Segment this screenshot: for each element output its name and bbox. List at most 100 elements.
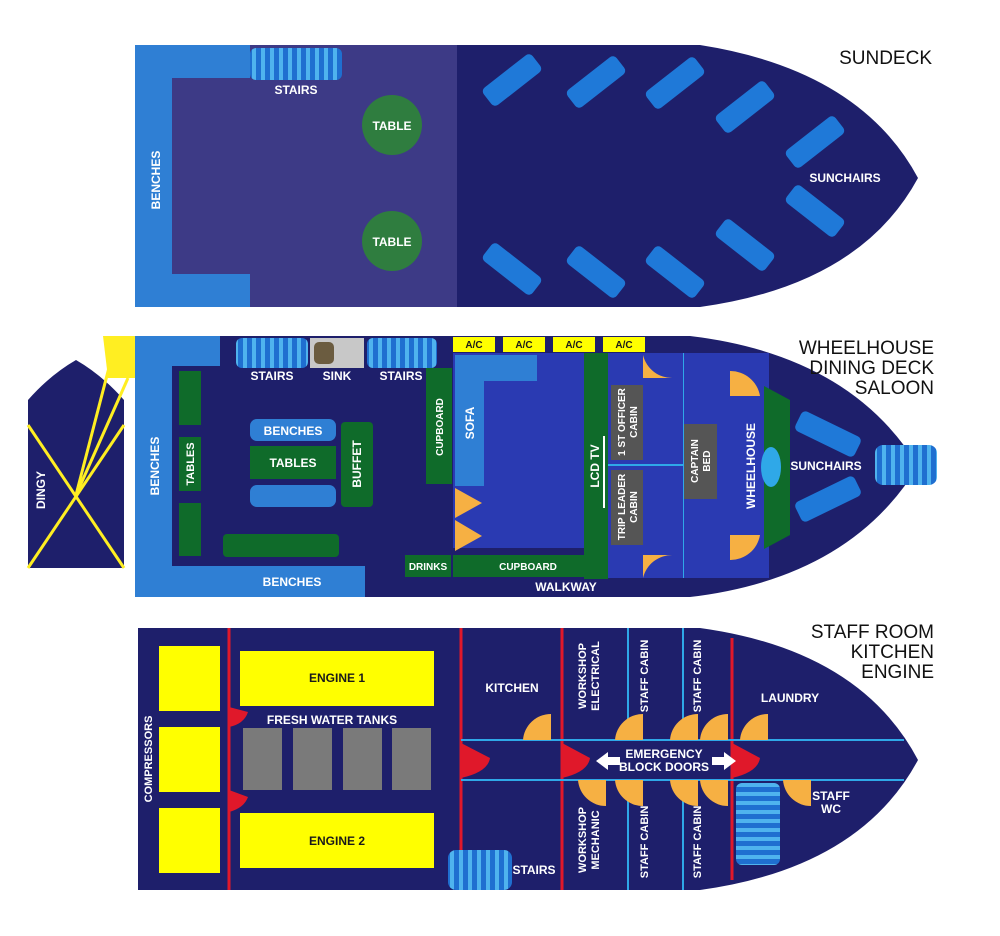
staff-cabin-4-label: STAFF CABIN: [692, 806, 704, 879]
wheelhouse-label: WHEELHOUSE: [744, 423, 758, 509]
engine-1: [240, 651, 434, 706]
first-officer-bed: [611, 385, 643, 460]
sofa: [455, 355, 537, 486]
table-left-top: [179, 371, 201, 425]
workshop-electrical-label-1: WORKSHOP: [577, 643, 589, 709]
title-kitchen: KITCHEN: [851, 642, 934, 663]
cabin-doors-lower: [523, 713, 811, 807]
title-wheelhouse: WHEELHOUSE: [799, 338, 934, 359]
ac-unit-4: [603, 337, 645, 352]
benches-top-label: BENCHES: [264, 424, 323, 438]
middle-stairs-left-label: STAIRS: [250, 369, 293, 383]
captain-bed: [684, 424, 717, 499]
sundeck-sunchairs: [482, 54, 845, 298]
ac-unit-1: [453, 337, 495, 352]
bench-top: [250, 419, 336, 441]
middle-deck: DINGY: [26, 336, 937, 597]
staff-wc-stairs: [736, 783, 780, 865]
saloon-doors: [455, 488, 482, 551]
cupboard-vertical-label: CUPBOARD: [435, 398, 446, 456]
staff-cabin-1-label: STAFF CABIN: [639, 640, 651, 713]
title-engine: ENGINE: [861, 662, 934, 683]
captain-label-1: CAPTAIN: [690, 439, 701, 483]
table-bottom: [223, 534, 339, 557]
buffet: [341, 422, 373, 507]
cupboard-horizontal: [453, 555, 607, 577]
buffet-label: BUFFET: [350, 440, 364, 488]
bench-bottom: [250, 485, 336, 507]
lower-stairs: [448, 850, 512, 890]
ac-unit-2-label: A/C: [515, 340, 532, 351]
cabin-doors: [643, 355, 760, 578]
ac-units: [453, 337, 645, 352]
middle-sunchairs: [795, 411, 861, 522]
middle-stairs-left: [236, 338, 308, 368]
ac-unit-4-label: A/C: [615, 340, 632, 351]
arrow-left-icon: [596, 752, 620, 770]
sundeck-sunchairs-label: SUNCHAIRS: [809, 171, 880, 185]
workshop-electrical-label-2: ELECTRICAL: [590, 641, 602, 711]
engine-2: [240, 813, 434, 868]
sofa-label: SOFA: [463, 406, 477, 439]
kitchen-label: KITCHEN: [485, 681, 538, 695]
cupboard-vertical: [426, 368, 452, 484]
trip-leader-label-1: TRIP LEADER: [617, 473, 628, 540]
trip-leader-label-2: CABIN: [629, 491, 640, 523]
ac-unit-3-label: A/C: [565, 340, 582, 351]
emergency-label-2: BLOCK DOORS: [619, 760, 709, 774]
laundry-label: LAUNDRY: [761, 691, 819, 705]
staff-wc-label-1: STAFF: [812, 789, 850, 803]
sundeck-table-1-label: TABLE: [372, 119, 411, 133]
stern-stairs: [875, 445, 937, 485]
title-staff-room: STAFF ROOM: [811, 622, 934, 643]
compressors-label: COMPRESSORS: [143, 716, 155, 803]
staff-wc-label-2: WC: [821, 802, 841, 816]
engine-1-label: ENGINE 1: [309, 671, 365, 685]
sundeck: BENCHES STAIRS TABLE TABLE SUNCHAIRS: [135, 45, 918, 307]
sink-basin: [314, 342, 334, 364]
middle-benches-bottom-label: BENCHES: [263, 575, 322, 589]
sundeck-table-1: [362, 95, 422, 155]
walkway-label: WALKWAY: [535, 580, 597, 594]
ac-unit-2: [503, 337, 545, 352]
sink-label: SINK: [323, 369, 352, 383]
tables-center: [250, 446, 336, 479]
dingy-ropes: [26, 355, 130, 569]
captain-label-2: BED: [702, 450, 713, 471]
tables-vertical-label: TABLES: [185, 442, 197, 485]
sundeck-benches: [135, 45, 250, 307]
staff-cabin-3-label: STAFF CABIN: [639, 806, 651, 879]
lower-deck: COMPRESSORS ENGINE 1 FRESH WATER TANKS E…: [138, 628, 918, 890]
sundeck-stairs-label: STAIRS: [274, 83, 317, 97]
dingy-label: DINGY: [34, 471, 48, 509]
table-left-bottom: [179, 503, 201, 556]
ac-unit-3: [553, 337, 595, 352]
middle-stairs-right-label: STAIRS: [379, 369, 422, 383]
trip-leader-bed: [611, 470, 643, 545]
middle-sunchairs-label: SUNCHAIRS: [790, 459, 861, 473]
staff-cabin-2-label: STAFF CABIN: [692, 640, 704, 713]
title-sundeck: SUNDECK: [839, 48, 932, 69]
compressor-3: [159, 808, 220, 873]
cupboard-label: CUPBOARD: [499, 562, 557, 573]
drinks-label: DRINKS: [409, 562, 448, 573]
workshop-mechanic-label-2: MECHANIC: [590, 810, 602, 869]
sundeck-benches-label: BENCHES: [149, 151, 163, 210]
middle-stairs-right: [367, 338, 437, 368]
lcd-tv-label: LCD TV: [588, 444, 602, 487]
emergency-label-1: EMERGENCY: [625, 747, 702, 761]
arrow-right-icon: [712, 752, 736, 770]
dingy: [28, 360, 124, 568]
engine-2-label: ENGINE 2: [309, 834, 365, 848]
sundeck-stairs: [250, 48, 342, 80]
middle-benches: [135, 336, 365, 597]
first-officer-label-1: 1 ST OFFICER: [617, 387, 628, 456]
fresh-water-tanks: [243, 728, 431, 790]
sundeck-table-2-label: TABLE: [372, 235, 411, 249]
first-officer-label-2: CABIN: [629, 406, 640, 438]
compressor-2: [159, 727, 220, 792]
middle-benches-label: BENCHES: [148, 437, 162, 496]
deck-titles: SUNDECK WHEELHOUSE DINING DECK SALOON ST…: [799, 48, 934, 683]
title-saloon: SALOON: [855, 378, 934, 399]
